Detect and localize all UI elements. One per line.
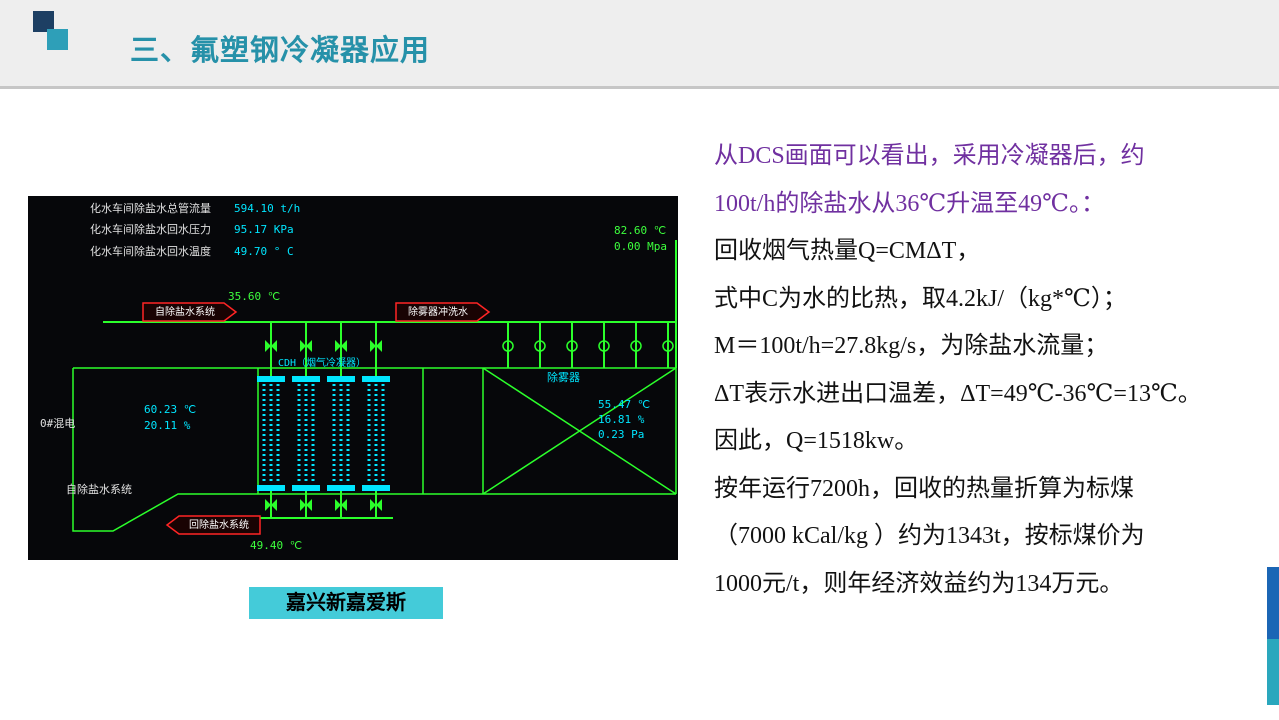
dcs-topright-temp: 82.60 ℃ xyxy=(614,224,667,237)
body-line-3: 回收烟气热量Q=CMΔT， xyxy=(714,238,981,264)
demister-label: 除雾器 xyxy=(547,371,580,384)
flue-duct-outline xyxy=(72,367,677,532)
slide-header: 三、氟塑钢冷凝器应用 xyxy=(0,0,1279,89)
dcs-row-label: 化水车间除盐水回水压力 xyxy=(90,223,211,236)
decor-square-navy xyxy=(33,11,54,32)
dcs-outlet-pressure: 0.23 Pa xyxy=(598,428,645,441)
body-line-10: 1000元/t，则年经济效益约为134万元。 xyxy=(714,570,1124,597)
body-line-8: 按年运行7200h，回收的热量折算为标煤 xyxy=(714,475,1134,502)
dcs-mid-humidity: 20.11 % xyxy=(144,419,191,432)
arrow-tag-shapes xyxy=(142,302,491,535)
decor-square-teal xyxy=(47,29,68,50)
body-line-1: 从DCS画面可以看出，采用冷凝器后，约 xyxy=(714,143,1145,169)
decor-bar-blue xyxy=(1267,567,1279,639)
body-line-5: M＝100t/h=27.8kg/s，为除盐水流量； xyxy=(714,333,1109,359)
body-line-4: 式中C为水的比热，取4.2kJ/（kg*℃）； xyxy=(714,285,1127,312)
demister-x-icon xyxy=(482,367,677,495)
return-arrow-label: 回除盐水系统 xyxy=(189,520,249,531)
boiler-label: 0#混电 xyxy=(40,417,76,430)
valve-circle-icons xyxy=(502,340,674,352)
caption-plant-name: 嘉兴新嘉爱斯 xyxy=(249,587,443,619)
body-line-6: ΔT表示水进出口温差，ΔT=49℃-36℃=13℃。 xyxy=(714,380,1202,407)
dcs-piping-diagram xyxy=(72,240,677,535)
dcs-row-label: 化水车间除盐水总管流量 xyxy=(90,202,211,215)
dcs-mid-temp: 60.23 ℃ xyxy=(144,403,197,416)
dcs-topright-pressure: 0.00 Mpa xyxy=(614,240,667,253)
page-title: 三、氟塑钢冷凝器应用 xyxy=(130,35,431,67)
water-pipes xyxy=(103,240,677,519)
decor-bar-teal xyxy=(1267,639,1279,705)
dcs-row-label: 化水车间除盐水回水温度 xyxy=(90,245,211,258)
supply-arrow-label: 自除盐水系统 xyxy=(155,307,215,318)
valve-icons xyxy=(265,340,382,511)
body-text: 从DCS画面可以看出，采用冷凝器后，约 100t/h的除盐水从36℃升温至49℃… xyxy=(714,133,1274,608)
dcs-outlet-humidity: 16.81 % xyxy=(598,413,645,426)
dcs-supply-temp: 35.60 ℃ xyxy=(228,290,281,303)
dcs-row-value: 594.10 t/h xyxy=(234,202,301,215)
dcs-outlet-temp: 55.47 ℃ xyxy=(598,398,651,411)
heat-exchanger-bundles xyxy=(257,376,390,491)
dcs-return-temp: 49.40 ℃ xyxy=(250,539,303,552)
supply-arrow-shape xyxy=(142,302,238,322)
return-arrow-shape xyxy=(165,515,261,535)
body-line-2: 100t/h的除盐水从36℃升温至49℃。： xyxy=(714,190,1106,217)
dcs-screenshot: 化水车间除盐水总管流量 594.10 t/h 化水车间除盐水回水压力 95.17… xyxy=(28,196,678,560)
dcs-row-value: 49.70 ° C xyxy=(234,245,294,258)
body-line-7: 因此，Q=1518kw。 xyxy=(714,428,919,454)
dcs-row-value: 95.17 KPa xyxy=(234,223,294,236)
left-system-label: 自除盐水系统 xyxy=(66,483,132,496)
flush-arrow-label: 除雾器冲洗水 xyxy=(408,307,468,318)
condenser-label: CDH（烟气冷凝器） xyxy=(278,358,367,369)
body-line-9: （7000 kCal/kg ）约为1343t，按标煤价为 xyxy=(714,523,1145,549)
flush-arrow-shape xyxy=(395,302,491,322)
